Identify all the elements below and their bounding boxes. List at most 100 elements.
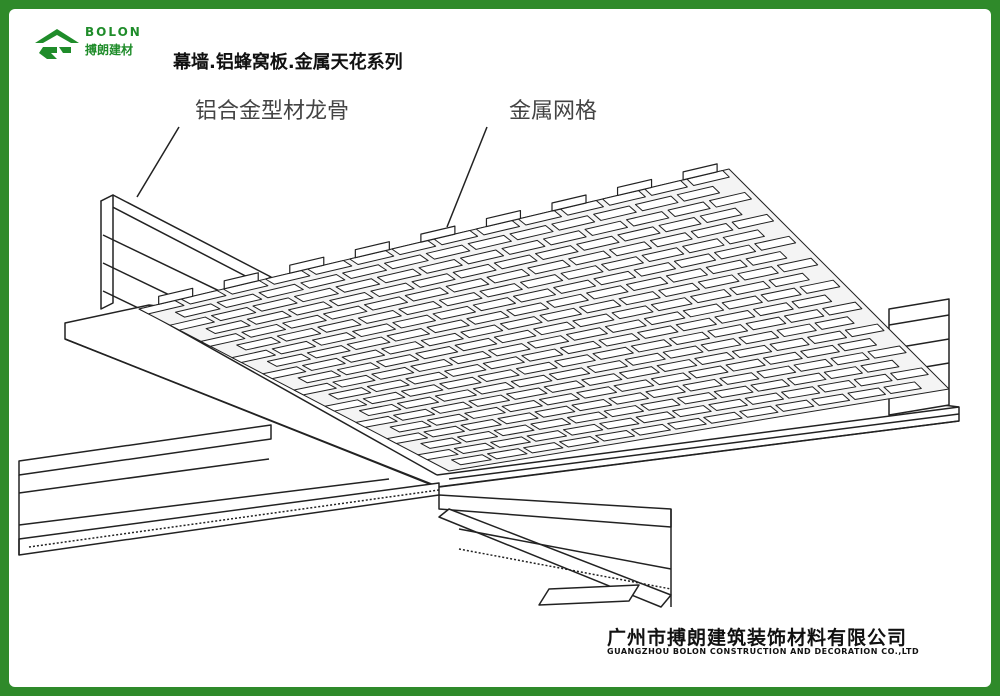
mesh-tab xyxy=(616,178,653,197)
mesh-cell xyxy=(362,391,406,405)
callout-metal-grid: 金属网格 xyxy=(509,99,598,124)
mesh-cell xyxy=(302,357,346,371)
mesh-cell xyxy=(593,205,637,221)
logo-text-en: BOLON xyxy=(85,25,142,39)
mesh-cell xyxy=(405,371,448,385)
mesh-cell xyxy=(658,216,702,233)
mesh-cell xyxy=(418,259,463,274)
mesh-cell xyxy=(598,333,641,347)
mesh-cell xyxy=(381,341,425,355)
mesh-cell xyxy=(398,301,443,316)
mesh-cell xyxy=(300,274,346,289)
mesh-cell xyxy=(425,244,471,260)
mesh-cell xyxy=(434,389,477,402)
mesh-cell xyxy=(241,323,287,338)
mesh-cells xyxy=(138,170,929,466)
mesh-cell xyxy=(323,305,368,320)
mesh-cell xyxy=(703,411,743,424)
mesh-cell xyxy=(649,232,693,248)
mesh-cell xyxy=(329,292,374,307)
mesh-cell xyxy=(432,305,476,320)
mesh-cell xyxy=(506,387,548,400)
mesh-cell xyxy=(637,325,679,339)
mesh-cell xyxy=(581,373,623,386)
mesh-cell xyxy=(439,376,482,390)
mesh-cell xyxy=(690,223,734,239)
mesh-cell xyxy=(538,393,580,406)
mesh-top-tabs xyxy=(158,163,718,305)
mesh-cell xyxy=(472,297,516,312)
mesh-cell xyxy=(467,234,512,250)
mesh-cell xyxy=(662,345,704,359)
mesh-cell xyxy=(781,386,821,399)
mesh-cell xyxy=(776,323,817,338)
mesh-cell xyxy=(517,210,563,226)
mesh-cell xyxy=(180,290,227,305)
mesh-cell xyxy=(793,358,833,372)
mesh-cell xyxy=(396,396,440,409)
mesh-tab xyxy=(289,256,325,274)
mesh-cell xyxy=(452,263,497,279)
mesh-tab xyxy=(354,241,390,259)
mesh-cell xyxy=(515,361,558,375)
mesh-cell xyxy=(811,393,851,406)
company-name-cn: 广州市搏朗建筑装饰材料有限公司 xyxy=(607,627,908,649)
mesh-cell xyxy=(451,454,492,466)
mesh-cell xyxy=(533,321,576,336)
mesh-cell xyxy=(497,412,539,425)
mesh-cell xyxy=(200,333,246,347)
mesh-cell xyxy=(650,372,692,386)
mesh-cell xyxy=(568,250,612,266)
mesh-cell xyxy=(174,303,221,318)
mesh-cell xyxy=(586,360,628,373)
mesh-cell xyxy=(572,313,615,328)
mesh-cell xyxy=(738,330,780,345)
mesh-cell xyxy=(644,180,688,196)
mesh-cell xyxy=(890,367,929,381)
mesh-cell xyxy=(535,245,579,260)
mesh-cell xyxy=(729,280,771,296)
mesh-cell xyxy=(800,344,840,359)
mesh-cell xyxy=(609,241,653,257)
mesh-cell xyxy=(633,262,677,277)
mesh-cell xyxy=(750,379,790,392)
mesh-cell xyxy=(449,351,492,365)
mesh-cell xyxy=(775,399,815,412)
mesh-cell xyxy=(645,385,686,399)
mesh-cell xyxy=(477,369,520,382)
mesh-cell xyxy=(667,201,711,218)
mesh-cell xyxy=(530,418,572,430)
mesh-cell xyxy=(630,339,672,353)
mesh-cell xyxy=(554,354,596,368)
mesh-cell xyxy=(546,293,589,308)
mesh-cell xyxy=(559,340,602,355)
mesh-cell xyxy=(457,430,499,443)
mesh-cell xyxy=(690,289,732,304)
mesh-cell xyxy=(306,345,351,359)
mesh-cell xyxy=(527,259,571,275)
mesh-cell xyxy=(376,354,420,368)
mesh-cell xyxy=(466,310,510,325)
series-title: 幕墙.铝蜂窝板.金属天花系列 xyxy=(173,52,403,73)
mesh-cell xyxy=(617,226,661,242)
mesh-cell xyxy=(822,301,863,316)
mesh-cell xyxy=(482,356,525,370)
mesh-cell xyxy=(346,336,391,350)
mesh-cell xyxy=(311,332,356,346)
mesh-cell xyxy=(490,436,531,448)
mesh-cell xyxy=(324,399,368,412)
mesh-cell xyxy=(760,287,802,302)
mesh-cell xyxy=(526,430,568,442)
mesh-cell xyxy=(807,330,848,345)
mesh-cell xyxy=(493,329,537,344)
mesh-cell xyxy=(389,420,432,433)
mesh-cell xyxy=(603,405,644,418)
mesh-cell xyxy=(694,351,735,365)
mesh-cell xyxy=(216,293,263,308)
mesh-cell xyxy=(506,302,550,317)
mesh-cell xyxy=(276,327,322,342)
mesh-cell xyxy=(576,386,618,399)
mesh-cell xyxy=(688,365,729,379)
mesh-cell xyxy=(169,316,215,331)
company-name-en: GUANGZHOU BOLON CONSTRUCTION AND DECORAT… xyxy=(607,647,920,656)
